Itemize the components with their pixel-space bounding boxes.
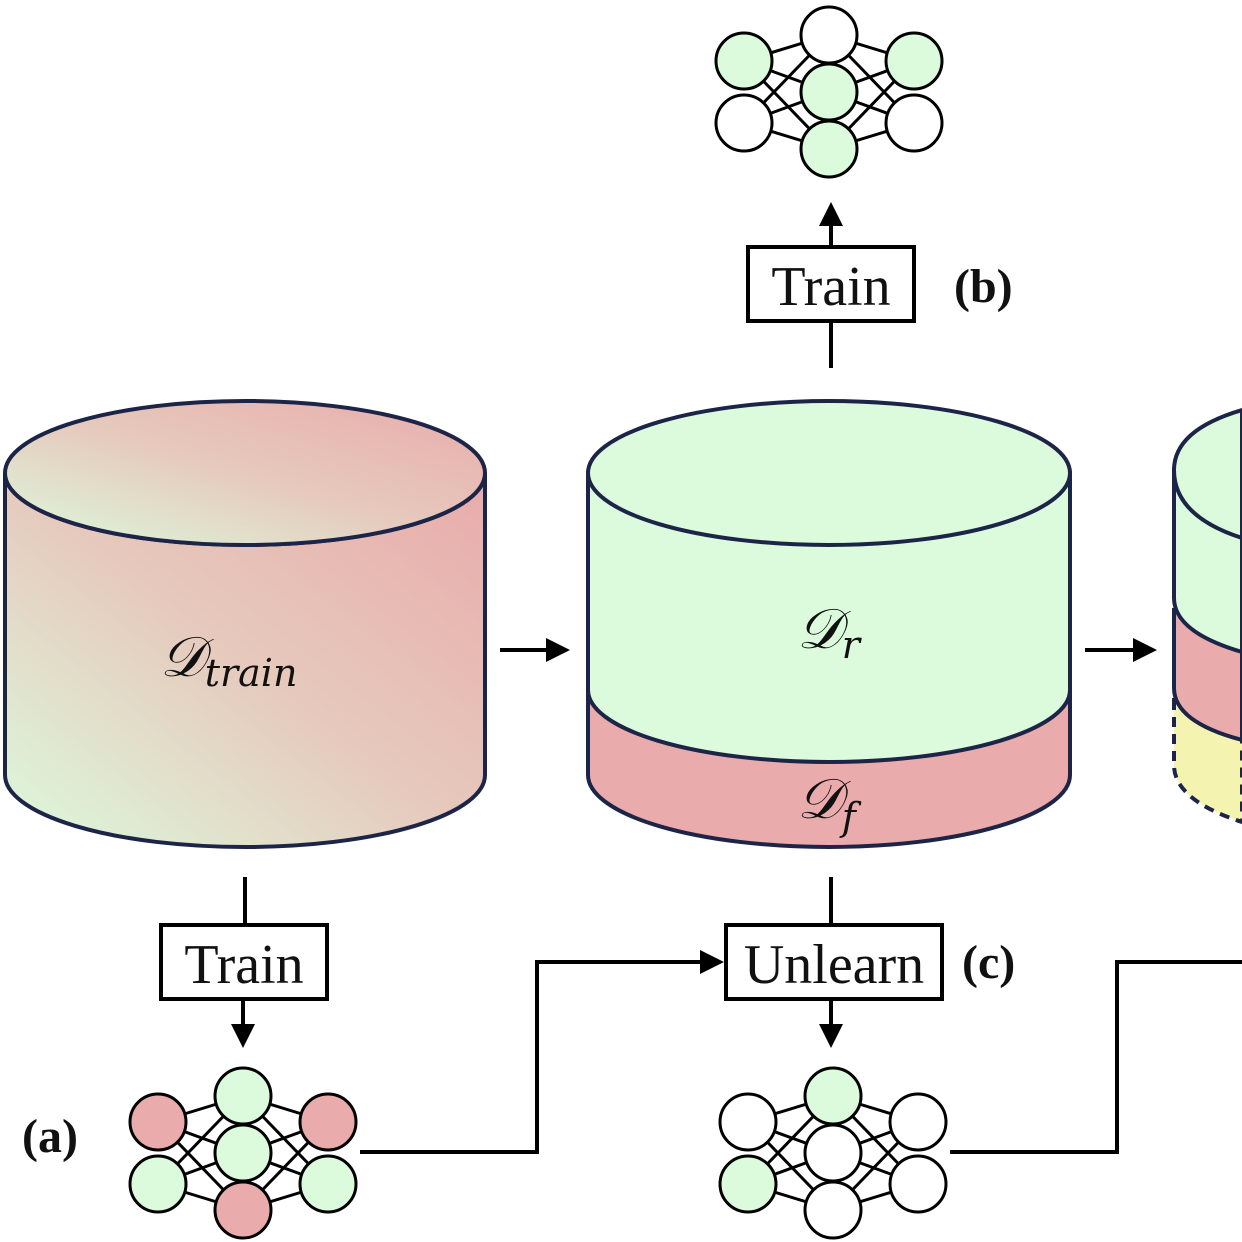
network-node: [298, 1154, 358, 1214]
unlearn-box: [724, 923, 944, 1001]
network-node: [888, 1092, 948, 1152]
train-box-top-label: Train: [771, 256, 890, 318]
tag-a: (a): [22, 1110, 78, 1163]
train-box-top: [746, 245, 916, 323]
unlearn-box-label: Unlearn: [744, 934, 924, 996]
network-node: [128, 1154, 188, 1214]
network-node: [803, 1066, 863, 1126]
network-node: [884, 93, 944, 153]
network-node: [803, 1123, 863, 1183]
network-node: [213, 1180, 273, 1240]
network-node: [888, 1154, 948, 1214]
dataset-split-cylinder: 𝒟r 𝒟f: [586, 399, 1072, 849]
network-node: [714, 31, 774, 91]
connector-unlearned-net-to-right: [950, 960, 1242, 1154]
network-node: [298, 1092, 358, 1152]
network-node: [128, 1092, 188, 1152]
network-node: [714, 93, 774, 153]
connector-original-net-to-unlearn: [360, 950, 724, 1154]
network-node: [213, 1066, 273, 1126]
original-network-icon: [128, 1066, 358, 1240]
train-box-left-label: Train: [184, 934, 303, 996]
retrained-network-icon: [714, 5, 944, 179]
network-node: [718, 1154, 778, 1214]
network-node: [718, 1092, 778, 1152]
dataset-train-cylinder: 𝒟train: [3, 399, 487, 849]
unlearned-network-icon: [718, 1066, 948, 1240]
network-node: [799, 119, 859, 179]
network-node: [213, 1123, 273, 1183]
network-node: [803, 1180, 863, 1240]
tag-b: (b): [954, 260, 1013, 313]
tag-c: (c): [962, 936, 1015, 989]
network-node: [799, 5, 859, 65]
train-box-left: [159, 923, 329, 1001]
dataset-partial-cylinder: [1171, 407, 1242, 825]
network-node: [799, 62, 859, 122]
network-node: [884, 31, 944, 91]
